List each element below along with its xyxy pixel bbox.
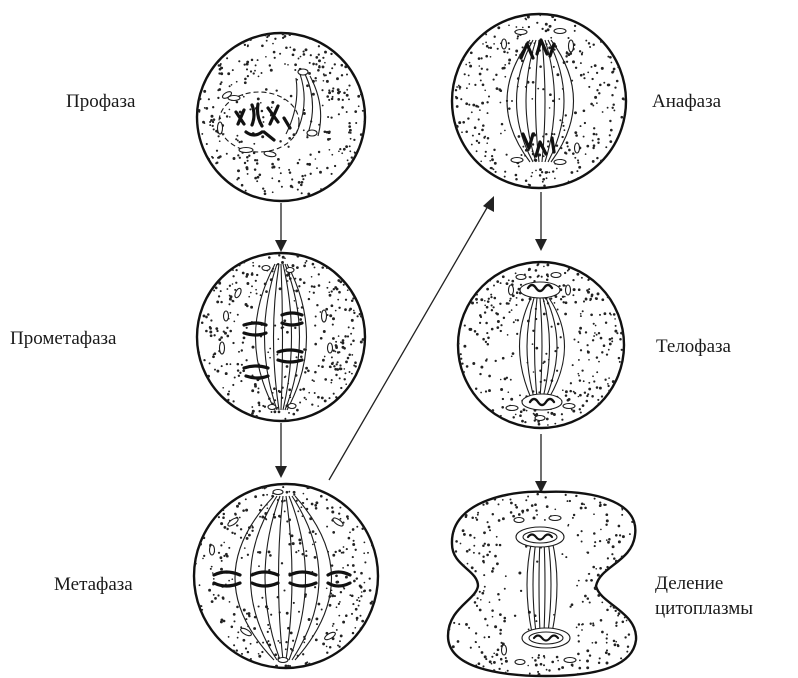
label-metaphase: Метафаза [54,574,133,595]
telophase-upper-nucleus [520,282,560,298]
arrow-prophase-to-prometaphase [275,203,287,252]
arrow-telophase-to-cytokinesis [535,434,547,493]
label-prophase: Профаза [66,91,136,112]
cytokinesis-lower-nucleus [522,628,570,648]
prophase-cell [196,32,366,201]
arrow-anaphase-to-telophase [535,192,547,251]
label-anaphase: Анафаза [652,91,722,112]
cytokinesis-upper-nucleus [516,527,564,547]
label-cytokinesis-line2: цитоплазмы [655,598,753,619]
telophase-lower-nucleus [522,394,562,410]
label-prometaphase: Прометафаза [10,328,117,349]
cytokinesis-cell [445,489,638,678]
arrow-prometaphase-to-metaphase [275,423,287,478]
label-telophase: Телофаза [656,336,732,357]
label-cytokinesis-line1: Деление [655,573,723,594]
telophase-cell [458,262,624,428]
metaphase-cell [194,484,378,668]
anaphase-cell [452,14,626,188]
prometaphase-cell [197,253,365,421]
